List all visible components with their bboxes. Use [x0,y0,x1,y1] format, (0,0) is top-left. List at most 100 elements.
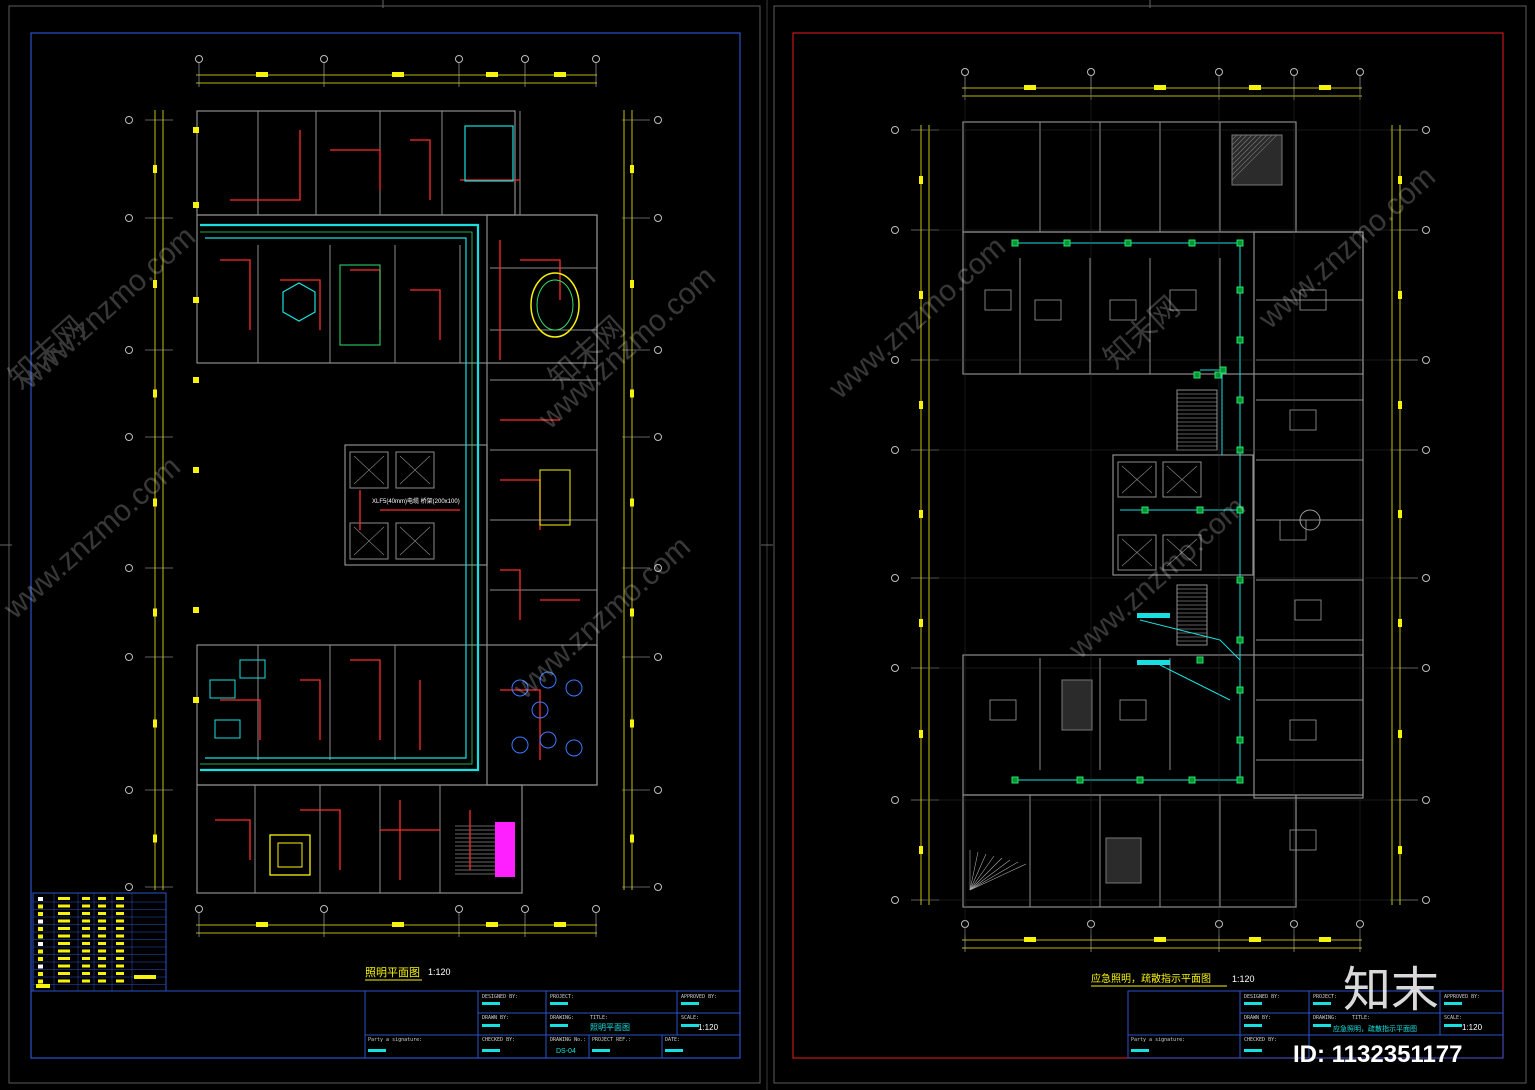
cad-line [353,455,385,485]
axis-bubble [1422,574,1430,582]
title-block-fill [482,1002,500,1005]
title-block-fill [1244,1024,1262,1027]
axis-bubble [320,55,328,63]
emergency-light [1214,371,1222,379]
axis-bubble [125,346,133,354]
tb-scale-label: SCALE: [681,1015,699,1021]
dim-text-block [630,498,634,507]
axis-bubble [1356,68,1364,76]
cad-rect [1112,454,1254,576]
axis-bubble [654,883,662,891]
title-block-fill [482,1049,500,1052]
legend-text-block [82,897,90,900]
dim-text-block [630,165,634,173]
tb-drawing-no-label: DRAWING No.: [550,1037,586,1043]
hatch-line [1231,134,1253,156]
tb-designed-by: DESIGNED BY: [482,994,518,1000]
left-drawing-title: 照明平面图 [365,966,420,979]
dim-text-block [256,922,268,927]
axis-bubble [654,214,662,222]
axis-bubble [654,564,662,572]
emergency-light [1188,239,1196,247]
legend-symbol [38,904,43,909]
hatch-line [1231,134,1243,146]
furniture [1289,829,1317,851]
dim-text-block [1398,730,1402,738]
cad-rect [486,214,598,786]
emergency-light [1236,396,1244,404]
panel-marker [193,607,199,613]
lighting-circuit [220,259,251,330]
cad-rect [196,784,523,894]
furniture [1169,289,1197,311]
cad-rect [1176,389,1218,451]
fan-stair-line [969,851,979,891]
lighting-circuit [500,569,521,620]
axis-bubble [891,226,899,234]
legend-symbol [38,927,43,931]
legend-text-block [98,927,106,930]
axis-bubble [455,905,463,913]
rtb-approved-by: APPROVED BY: [1444,994,1480,1000]
dim-text-block [1319,85,1331,90]
legend-text-block [58,904,70,908]
right-top-dimension-chain [961,68,1364,952]
dim-text-block [153,389,157,398]
emergency-light [1011,239,1019,247]
ellipse-fixture-inner [536,279,574,331]
furniture [1294,599,1322,621]
title-block-fill [1313,1024,1331,1027]
dim-text-block [630,719,634,728]
dim-text-block [630,834,634,843]
emergency-light [1196,506,1204,514]
title-block-fill [1313,1002,1331,1005]
dim-text-block [153,498,157,507]
downlight [539,671,557,689]
furniture [1289,409,1317,431]
cad-line [1166,465,1198,494]
rtb-scale-value: 1:120 [1462,1023,1483,1032]
tb-drawn-by: DRAWN BY: [482,1015,509,1021]
axis-bubble [1290,68,1298,76]
tb-drawing: DRAWING: [550,1015,574,1021]
cad-polyline [205,237,467,759]
emergency-light [1236,776,1244,784]
emergency-light [1236,286,1244,294]
fan-stair-line [969,863,1027,891]
cad-rect [1176,584,1208,646]
legend-text-block [98,964,106,968]
axis-bubble [1087,68,1095,76]
lighting-circuit [410,139,431,200]
furniture-light [214,719,241,739]
watermark-logo: 知末 [1343,962,1439,1018]
legend-text-block [98,957,106,960]
axis-bubble [1215,68,1223,76]
tb-date: DATE: [665,1037,680,1043]
legend-text-block [98,912,106,915]
axis-bubble [125,653,133,661]
lighting-circuit [350,269,381,330]
cad-rect [1117,534,1157,571]
fan-stair-line [969,861,1019,891]
tb-project: PROJECT: [550,994,574,1000]
emergency-light [1076,776,1084,784]
legend-text-block [82,964,90,968]
dim-text-block [1249,85,1261,90]
fan-stair-line [969,859,1011,891]
emergency-light [1236,736,1244,744]
dim-text-block [1249,937,1261,942]
lighting-circuit [300,809,341,870]
hatched-area [1061,679,1093,731]
exit-label [1137,613,1170,618]
dim-text-block [486,922,498,927]
dim-text-block [1398,846,1402,854]
emergency-light [1236,576,1244,584]
watermark-brand-3: 知末网 [1097,290,1187,376]
axis-bubble [891,574,899,582]
axis-bubble [891,126,899,134]
dim-text-block [153,165,157,173]
emergency-light [1011,776,1019,784]
legend-text-block [116,919,124,923]
